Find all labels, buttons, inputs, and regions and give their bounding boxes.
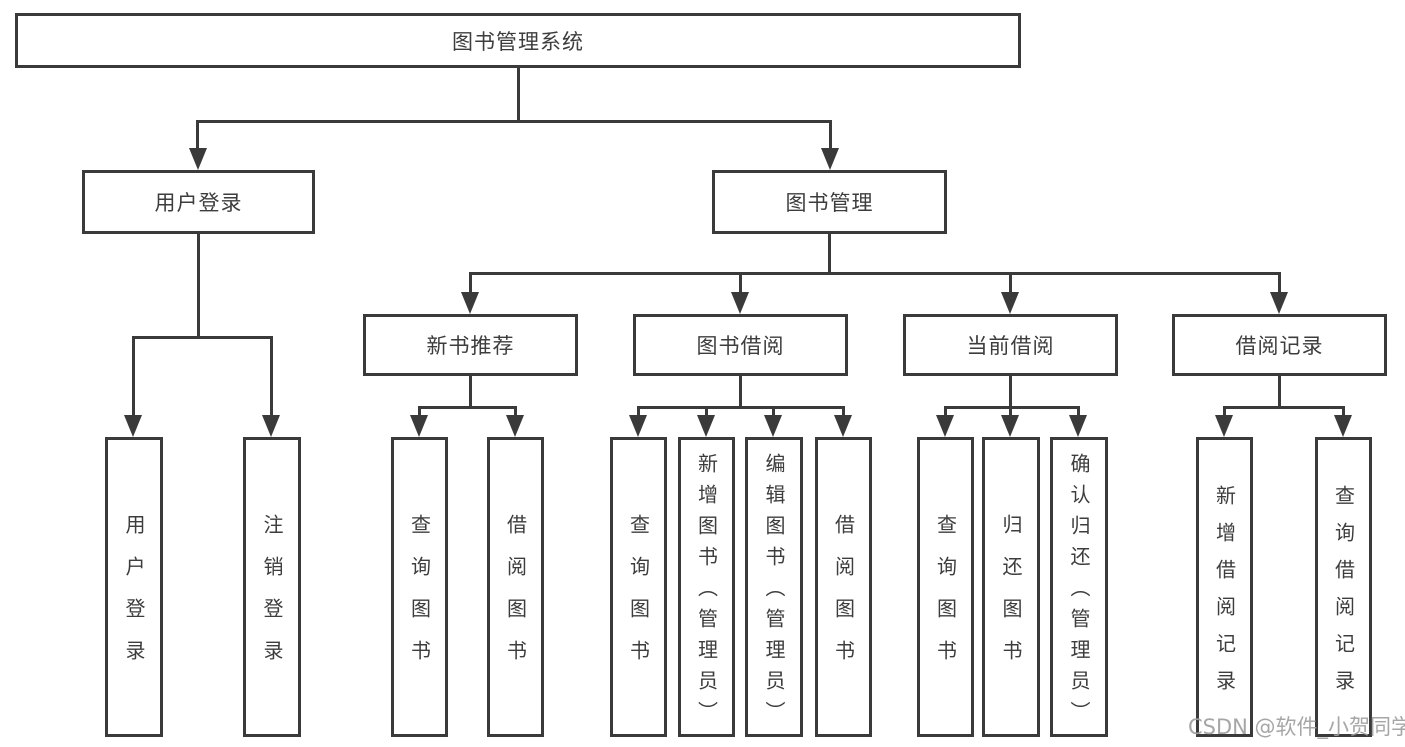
- node-label: 借阅记录: [1235, 334, 1324, 358]
- connector-line: [1009, 272, 1012, 294]
- connector-line: [1278, 376, 1281, 406]
- connector-line: [944, 406, 1080, 409]
- leaf-add-borrow-record: 新增借阅记录: [1196, 437, 1253, 737]
- connector-line: [270, 336, 273, 416]
- connector-line: [772, 406, 775, 417]
- node-label: 当前借阅: [966, 334, 1055, 358]
- leaf-user-login: 用户登录: [105, 437, 163, 737]
- arrowhead-down: [1334, 415, 1352, 437]
- arrowhead-down: [506, 415, 524, 437]
- leaf-query-borrow-record: 查询借阅记录: [1315, 437, 1372, 737]
- connector-line: [517, 68, 520, 120]
- connector-line: [1278, 272, 1281, 294]
- connector-line: [637, 406, 845, 409]
- leaf-label: 查询图书: [933, 514, 958, 682]
- connector-line: [418, 406, 517, 409]
- leaf-borrow-books: 借阅图书: [815, 437, 872, 737]
- arrowhead-down: [697, 415, 715, 437]
- leaf-logout: 注销登录: [243, 437, 301, 737]
- connector-line: [944, 406, 947, 417]
- arrowhead-down: [936, 415, 954, 437]
- connector-line: [1009, 406, 1012, 417]
- connector-line: [1223, 406, 1226, 417]
- node-label: 新书推荐: [426, 334, 515, 358]
- leaf-label: 借阅图书: [503, 514, 528, 682]
- leaf-borrow-books-recommend: 借阅图书: [487, 437, 544, 737]
- leaf-label: 注销登录: [260, 514, 284, 682]
- connector-line: [828, 234, 831, 272]
- leaf-return-books: 归还图书: [982, 437, 1040, 737]
- leaf-label: 归还图书: [999, 514, 1023, 682]
- connector-line: [1342, 406, 1345, 417]
- leaf-label: 借阅图书: [831, 514, 856, 682]
- arrowhead-down: [1270, 292, 1288, 314]
- arrowhead-down: [821, 148, 839, 170]
- arrowhead-down: [1001, 292, 1019, 314]
- arrowhead-down: [1001, 415, 1019, 437]
- leaf-label: 查询借阅记录: [1331, 484, 1356, 707]
- arrowhead-down: [410, 415, 428, 437]
- node-label: 用户登录: [154, 191, 243, 215]
- arrowhead-down: [1069, 415, 1087, 437]
- connector-line: [1223, 406, 1345, 409]
- connector-line: [739, 272, 742, 294]
- arrowhead-down: [629, 415, 647, 437]
- leaf-query-books-borrow: 查询图书: [610, 437, 667, 737]
- node-label: 图书管理系统: [452, 29, 584, 54]
- connector-line: [196, 120, 199, 150]
- arrowhead-down: [1215, 415, 1233, 437]
- connector-line: [418, 406, 421, 417]
- connector-line: [132, 336, 273, 339]
- node-book-management: 图书管理: [712, 170, 947, 234]
- node-borrowing-records: 借阅记录: [1172, 314, 1387, 376]
- leaf-add-books-admin: 新增图书（管理员）: [678, 437, 735, 737]
- arrowhead-down: [731, 292, 749, 314]
- arrowhead-down: [262, 415, 280, 437]
- node-library-management-system: 图书管理系统: [15, 13, 1021, 68]
- connector-line: [637, 406, 640, 417]
- leaf-label: 查询图书: [407, 514, 432, 682]
- leaf-label: 编辑图书（管理员）: [762, 453, 786, 732]
- node-book-borrowing: 图书借阅: [633, 314, 848, 376]
- connector-line: [469, 272, 1281, 275]
- connector-line: [1009, 376, 1012, 406]
- csdn-watermark: CSDN @软件_小贺同学: [1188, 715, 1405, 739]
- connector-line: [132, 336, 135, 416]
- node-current-borrowing: 当前借阅: [903, 314, 1118, 376]
- leaf-label: 新增借阅记录: [1212, 484, 1237, 707]
- connector-line: [842, 406, 845, 417]
- connector-line: [197, 234, 200, 336]
- leaf-query-books-recommend: 查询图书: [391, 437, 448, 737]
- connector-line: [514, 406, 517, 417]
- arrowhead-down: [189, 148, 207, 170]
- leaf-label: 确认归还（管理员）: [1067, 453, 1091, 732]
- leaf-confirm-return-admin: 确认归还（管理员）: [1050, 437, 1108, 737]
- connector-line: [829, 120, 832, 150]
- arrowhead-down: [124, 415, 142, 437]
- connector-line: [469, 376, 472, 406]
- arrowhead-down: [834, 415, 852, 437]
- node-label: 图书借阅: [696, 334, 785, 358]
- leaf-label: 用户登录: [122, 514, 146, 682]
- leaf-query-books-current: 查询图书: [917, 437, 974, 737]
- connector-line: [469, 272, 472, 294]
- leaf-label: 查询图书: [626, 514, 651, 682]
- connector-line: [196, 120, 832, 123]
- connector-line: [1077, 406, 1080, 417]
- node-user-login: 用户登录: [82, 170, 315, 234]
- leaf-edit-books-admin: 编辑图书（管理员）: [745, 437, 803, 737]
- connector-line: [705, 406, 708, 417]
- node-new-book-recommendation: 新书推荐: [363, 314, 578, 376]
- arrowhead-down: [461, 292, 479, 314]
- connector-line: [739, 376, 742, 406]
- node-label: 图书管理: [785, 191, 874, 215]
- arrowhead-down: [764, 415, 782, 437]
- leaf-label: 新增图书（管理员）: [694, 453, 719, 732]
